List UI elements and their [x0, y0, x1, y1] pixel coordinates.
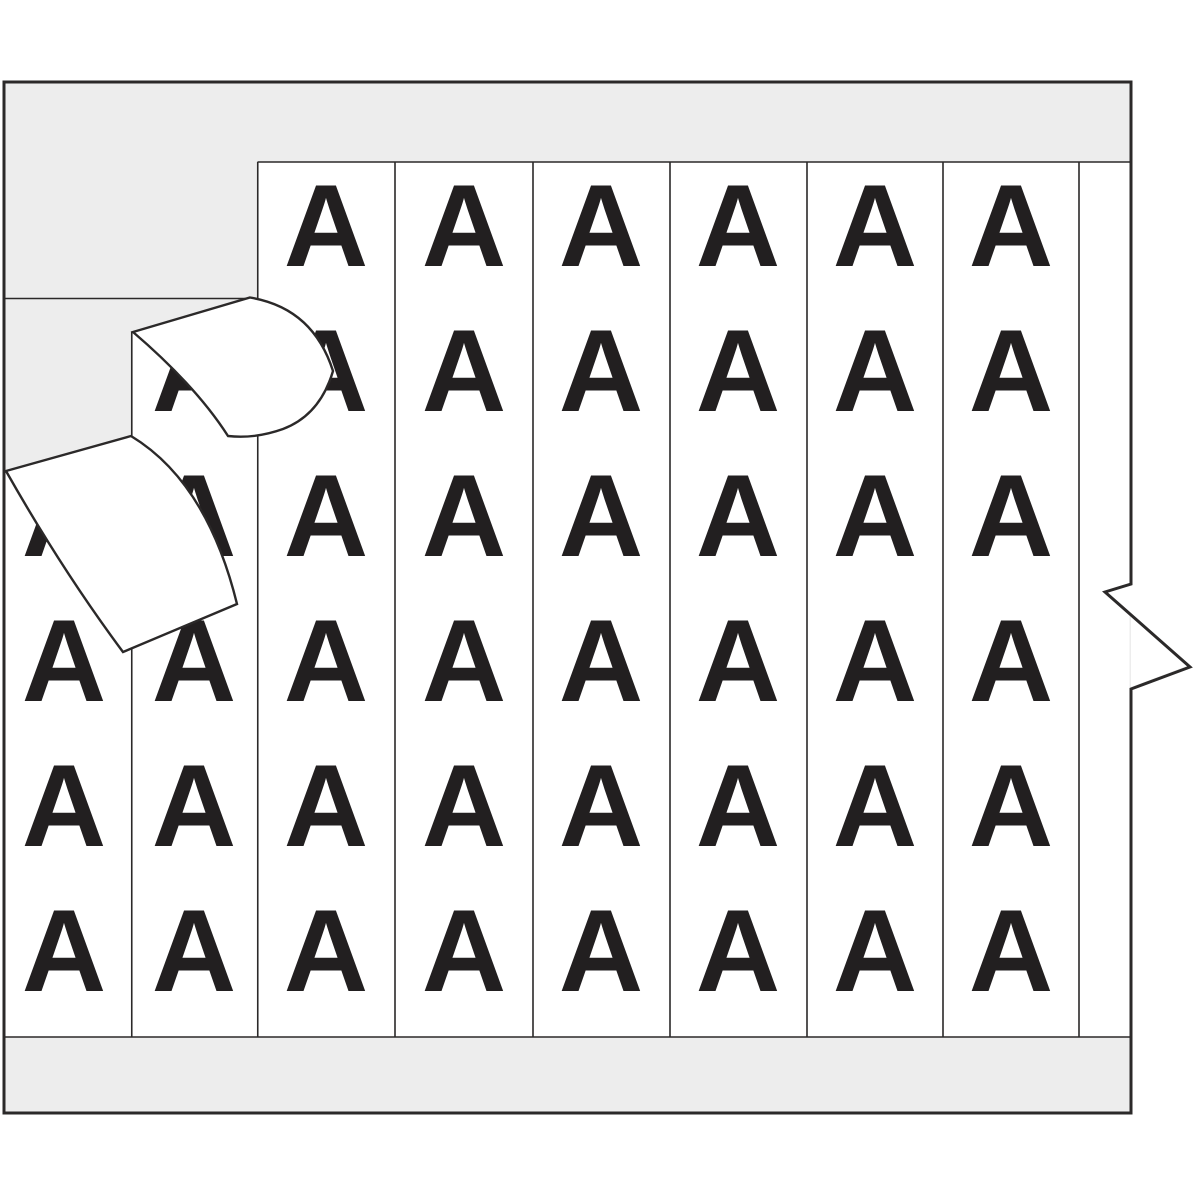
marker-letter: A — [283, 885, 369, 1016]
marker-letter: A — [21, 885, 107, 1016]
marker-letter: A — [968, 740, 1054, 871]
marker-letter: A — [283, 450, 369, 581]
peeling-label-bottom — [4, 434, 239, 654]
marker-letter: A — [558, 740, 644, 871]
marker-letter: A — [421, 450, 507, 581]
marker-letter: A — [695, 885, 781, 1016]
marker-letter: A — [695, 595, 781, 726]
marker-letter: A — [968, 160, 1054, 291]
marker-letter: A — [968, 450, 1054, 581]
marker-letter: A — [695, 160, 781, 291]
marker-letter: A — [558, 885, 644, 1016]
marker-letter: A — [968, 885, 1054, 1016]
marker-letter: A — [558, 450, 644, 581]
marker-letter: A — [283, 160, 369, 291]
marker-letter: A — [283, 740, 369, 871]
marker-letter: A — [558, 595, 644, 726]
marker-letter: A — [21, 595, 107, 726]
strip-grid-lines — [4, 161, 1130, 1038]
marker-letter: A — [832, 595, 918, 726]
strip-area-main — [257, 162, 1130, 1037]
marker-letter: A — [832, 885, 918, 1016]
marker-letter: A — [832, 305, 918, 436]
marker-letter: A — [695, 740, 781, 871]
marker-letter: A — [421, 740, 507, 871]
marker-letter: A — [695, 305, 781, 436]
marker-letter: A — [421, 885, 507, 1016]
marker-letter: A — [968, 595, 1054, 726]
marker-letter: A — [421, 160, 507, 291]
marker-letter: A — [421, 595, 507, 726]
marker-letter: A — [832, 740, 918, 871]
marker-letter: A — [832, 160, 918, 291]
marker-letter: A — [558, 305, 644, 436]
marker-letter: A — [151, 885, 237, 1016]
marker-letter: A — [832, 450, 918, 581]
card-outline — [2, 80, 1193, 1115]
marker-letter: A — [558, 160, 644, 291]
marker-letter: A — [151, 740, 237, 871]
marker-letter: A — [695, 450, 781, 581]
peeling-label-top — [130, 296, 335, 438]
exposed-liner — [4, 297, 250, 471]
marker-letter: A — [283, 595, 369, 726]
marker-letter: A — [968, 305, 1054, 436]
marker-letter: A — [21, 740, 107, 871]
marker-letter: A — [421, 305, 507, 436]
